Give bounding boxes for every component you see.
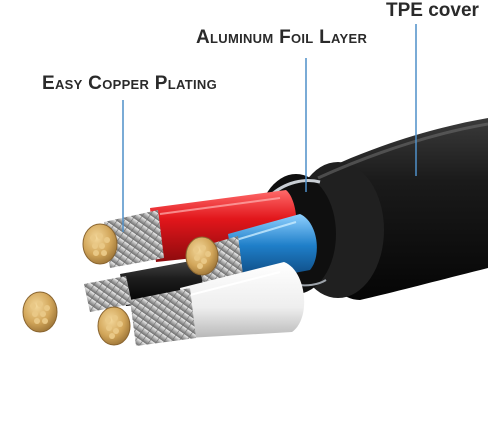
copper-end-red [83,224,117,264]
copper-end-black [23,292,57,332]
label-easy-copper-plating: Easy Copper Plating [42,73,217,95]
copper-end-blue [186,237,218,275]
label-tpe-cover: TPE cover [386,0,479,22]
copper-end-white [98,307,130,345]
label-aluminum-foil-layer: Aluminum Foil Layer [196,27,367,49]
